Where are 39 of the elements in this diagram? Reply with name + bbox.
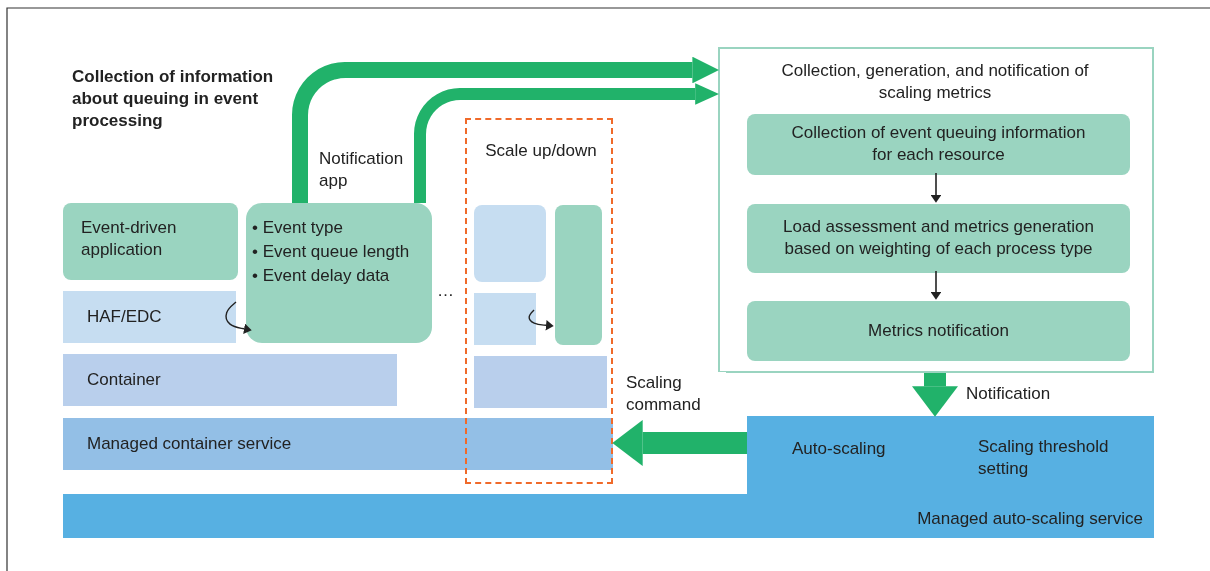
arrow [528,309,554,331]
node-label: Metrics notification [867,320,1010,342]
node-label: HAF/EDC [87,306,163,328]
process-box [747,301,1130,361]
node-label: Collection of event queuing information for each resource [790,122,1087,166]
node-label: Managed auto-scaling service [916,508,1143,530]
application-box [63,203,238,280]
layer-band [63,418,613,470]
scaling-region [465,118,613,484]
flow-arrow [414,83,719,203]
layer-band [474,356,607,408]
heading: Collection of information about queuing in event processing [72,66,275,132]
node-label: Load assessment and metrics generation based on weighting of each process type [782,216,1095,260]
flow-arrow [612,419,747,467]
app-box [555,205,602,345]
node-label: Container [87,369,162,391]
bullet-item: • Event queue length [252,241,411,263]
app-box [246,203,432,343]
process-group [718,47,1154,373]
arrow [930,172,942,203]
node-label: Scale up/down [484,140,598,162]
layer-band [474,293,536,345]
application-box [474,205,546,282]
flow-arrow [911,373,959,417]
group-heading: Collection, generation, and notification of scaling metrics [780,60,1090,104]
process-box [747,114,1130,175]
node-label: Event-driven application [81,217,178,261]
arrow [930,270,942,300]
node-label: Scaling threshold setting [978,436,1110,480]
node-label: Auto-scaling [792,438,887,460]
node-label: Managed container service [87,433,293,455]
flow-arrow [292,56,719,203]
bullet-item: • Event type [252,217,344,239]
process-box [747,204,1130,273]
layer-band [63,291,236,343]
layer-band [63,354,397,406]
bullet-item: • Event delay data [252,265,391,287]
node-caption: Notification app [319,148,405,192]
ellipsis: … [437,280,455,302]
